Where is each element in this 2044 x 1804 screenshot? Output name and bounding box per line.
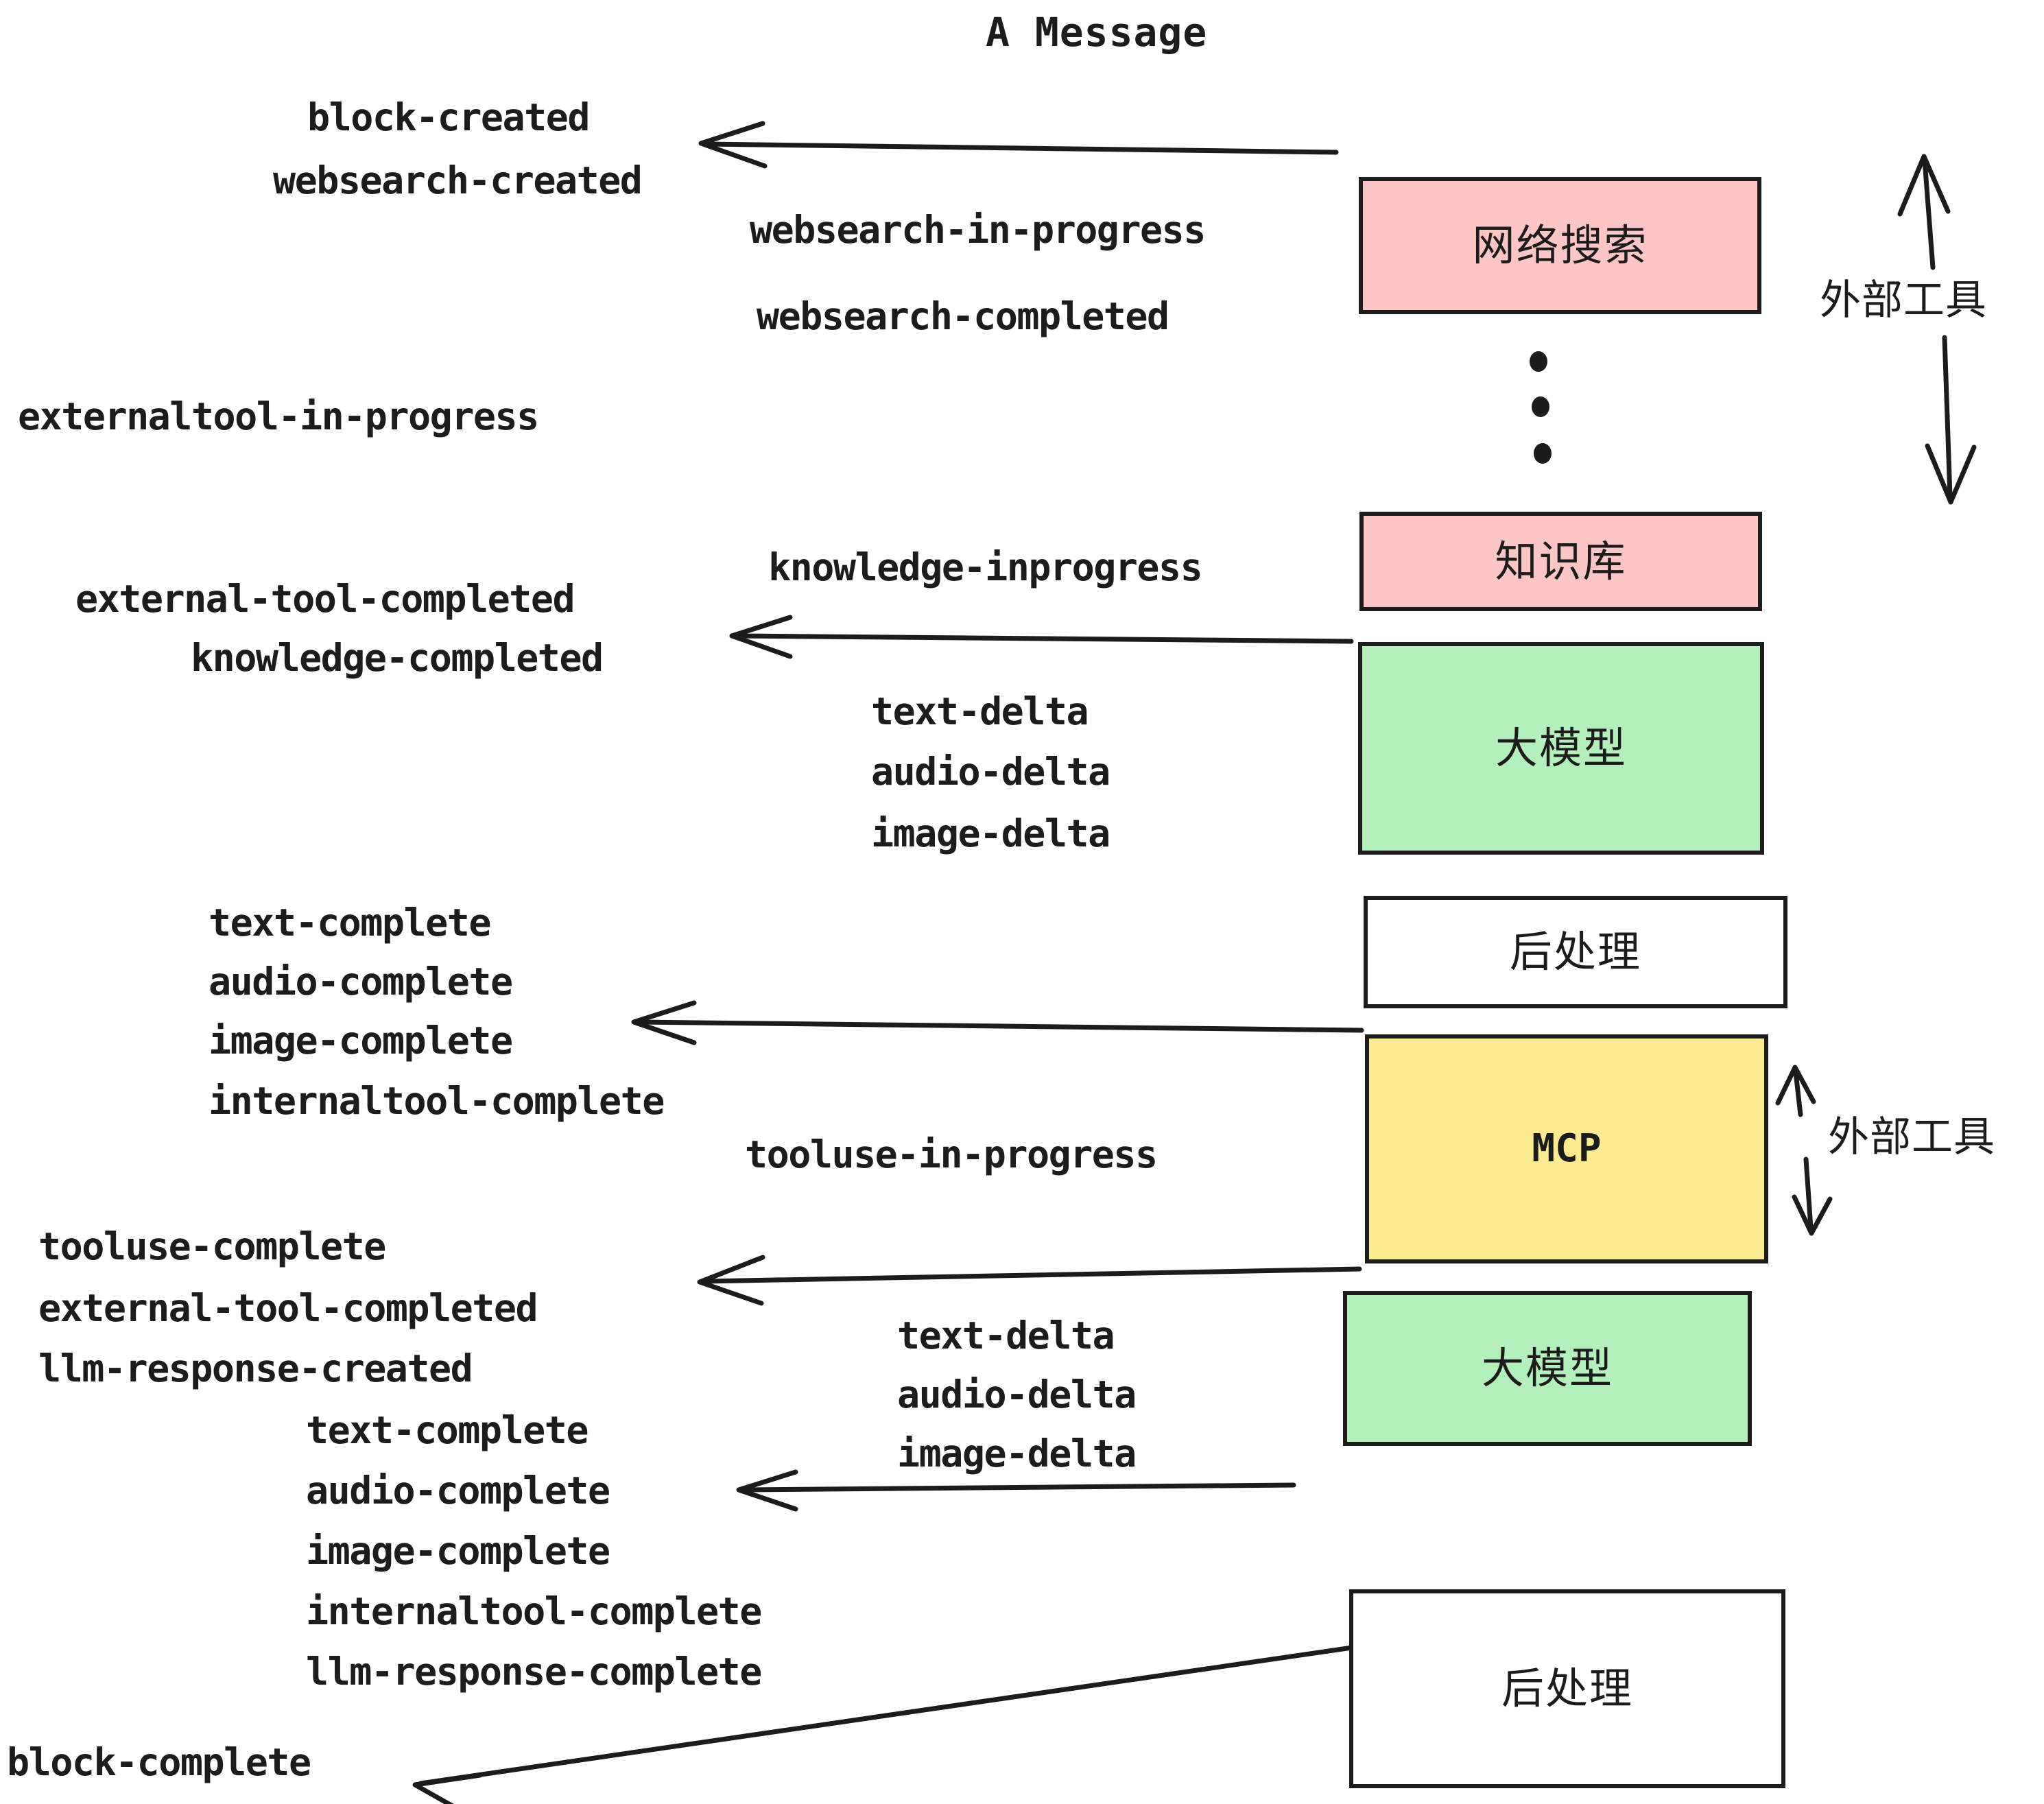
node-websearch-label: 网络搜索: [1472, 220, 1648, 270]
node-postprocess-1-label: 后处理: [1509, 927, 1641, 977]
event-label-websearch-created: websearch-created: [273, 158, 643, 202]
event-label-knowledge-inprogress: knowledge-inprogress: [768, 545, 1203, 589]
ellipsis-dot-1: [1530, 351, 1547, 372]
ellipsis-dot-3: [1534, 443, 1552, 464]
event-label-llm-response-complete: llm-response-complete: [306, 1650, 762, 1694]
event-label-tooluse-in-progress: tooluse-in-progress: [745, 1132, 1158, 1176]
node-knowledge[interactable]: 知识库: [1359, 512, 1762, 611]
side-label-external-tools-bottom: 外部工具: [1828, 1113, 1995, 1161]
event-label-external-tool-completed-2: external-tool-completed: [38, 1286, 538, 1330]
node-llm-1-label: 大模型: [1495, 723, 1627, 773]
node-postprocess-1[interactable]: 后处理: [1364, 896, 1787, 1008]
event-label-text-complete-2: text-complete: [306, 1408, 589, 1452]
node-postprocess-2-label: 后处理: [1501, 1663, 1633, 1713]
event-label-audio-complete-1: audio-complete: [209, 960, 513, 1004]
node-mcp[interactable]: MCP: [1365, 1034, 1768, 1263]
event-label-audio-delta-1: audio-delta: [871, 750, 1110, 794]
event-label-image-complete-2: image-complete: [306, 1529, 610, 1573]
arrow-knowledge-to-events: [729, 615, 1354, 659]
event-label-tooluse-complete: tooluse-complete: [38, 1224, 386, 1268]
event-label-text-delta-1: text-delta: [871, 689, 1089, 733]
event-label-image-delta-1: image-delta: [871, 811, 1110, 855]
event-label-websearch-completed: websearch-completed: [757, 294, 1169, 338]
event-label-image-complete-1: image-complete: [209, 1019, 513, 1063]
event-label-external-tool-completed-1: external-tool-completed: [75, 577, 575, 621]
page-title: A Message: [986, 9, 1208, 56]
node-llm-2[interactable]: 大模型: [1343, 1291, 1752, 1446]
event-label-audio-delta-2: audio-delta: [897, 1373, 1137, 1416]
external-tools-bottom-arrows: [1775, 1065, 1833, 1236]
event-label-text-delta-2: text-delta: [897, 1314, 1115, 1357]
event-label-websearch-in-progress: websearch-in-progress: [750, 208, 1206, 252]
side-label-external-tools-top: 外部工具: [1820, 276, 1987, 324]
event-label-text-complete-1: text-complete: [209, 901, 491, 945]
event-label-audio-complete-2: audio-complete: [306, 1469, 610, 1512]
node-llm-2-label: 大模型: [1481, 1343, 1613, 1393]
event-label-knowledge-completed: knowledge-completed: [191, 636, 604, 680]
external-tools-top-arrows: [1897, 154, 1977, 505]
arrow-llm2-to-events: [736, 1469, 1296, 1512]
node-mcp-label: MCP: [1532, 1126, 1602, 1171]
node-llm-1[interactable]: 大模型: [1358, 642, 1764, 855]
arrow-postprocess1-to-events: [631, 1000, 1364, 1045]
node-knowledge-label: 知识库: [1495, 536, 1627, 586]
node-websearch[interactable]: 网络搜索: [1359, 177, 1761, 314]
event-label-llm-response-created: llm-response-created: [38, 1346, 473, 1390]
node-postprocess-2[interactable]: 后处理: [1349, 1589, 1785, 1788]
event-label-image-delta-2: image-delta: [897, 1432, 1137, 1475]
event-label-externaltool-in-progress: externaltool-in-progress: [18, 394, 539, 438]
ellipsis-dot-2: [1532, 396, 1549, 417]
event-label-internaltool-complete-1: internaltool-complete: [209, 1079, 665, 1123]
event-label-internaltool-complete-2: internaltool-complete: [306, 1589, 762, 1633]
arrow-websearch-to-events: [698, 121, 1339, 169]
event-label-block-created: block-created: [307, 95, 590, 139]
event-label-block-complete: block-complete: [7, 1740, 311, 1784]
arrow-mcp-to-events: [697, 1255, 1362, 1306]
